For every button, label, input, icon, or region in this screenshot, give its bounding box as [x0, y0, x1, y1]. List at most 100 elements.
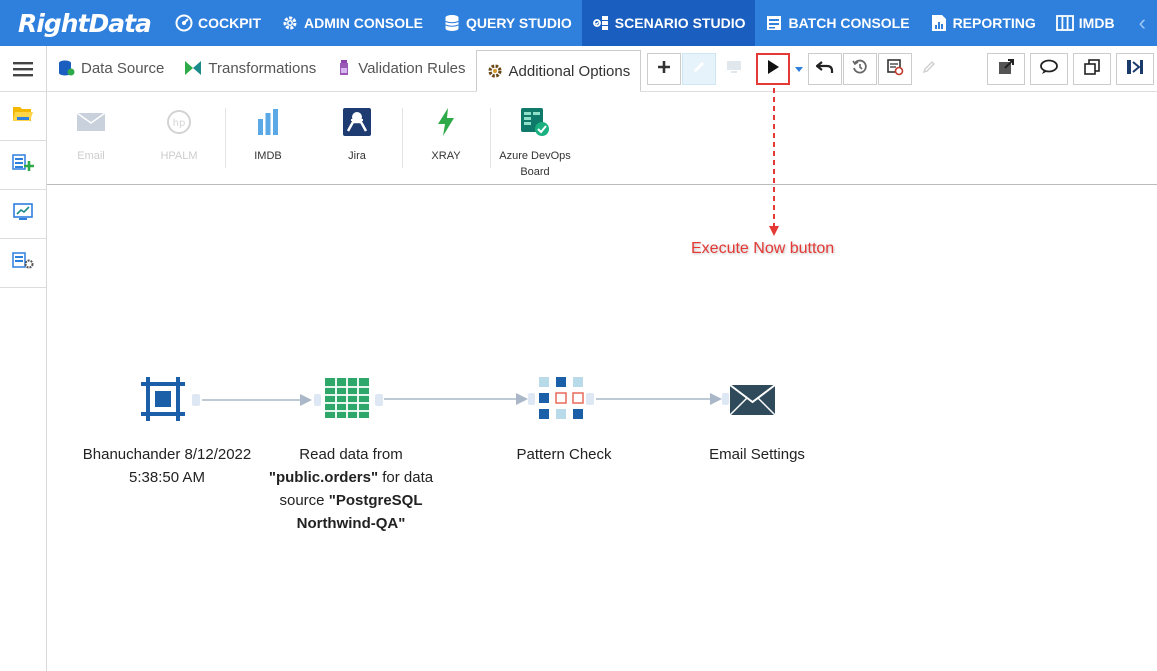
undo-button[interactable] [808, 53, 842, 85]
pencil-icon [691, 59, 707, 80]
add-button[interactable] [647, 53, 681, 85]
scenario-toolbar [647, 53, 947, 85]
integration-azure-devops-board[interactable]: Azure DevOps Board [491, 106, 579, 180]
gear-icon [281, 14, 299, 32]
flow-node-scenario[interactable] [140, 376, 186, 427]
panel-toggle-icon [1126, 58, 1144, 81]
integration-email[interactable]: Email [47, 106, 135, 164]
copy-icon [1083, 58, 1101, 81]
nav-cockpit[interactable]: COCKPIT [165, 0, 271, 46]
scenario-tab-bar: Data Source Transformations Validation R… [47, 46, 1157, 92]
email-icon [76, 111, 106, 136]
flask-icon [336, 59, 352, 77]
scenario-icon [592, 14, 610, 32]
nav-admin-console-label: ADMIN CONSOLE [304, 15, 423, 31]
xray-icon [435, 107, 457, 140]
cog-icon [487, 63, 503, 79]
export-icon [997, 58, 1015, 81]
nav-scenario-studio[interactable]: SCENARIO STUDIO [581, 0, 756, 46]
right-toolbar [987, 53, 1154, 85]
execute-now-annotation: Execute Now button [691, 240, 835, 257]
settings-grid-button[interactable] [0, 239, 46, 288]
flow-node-read-data[interactable] [324, 377, 370, 424]
open-folder-button[interactable] [0, 92, 46, 141]
execute-options-dropdown[interactable] [791, 53, 807, 85]
monitor-button[interactable] [717, 53, 751, 85]
integration-imdb[interactable]: IMDB [224, 106, 312, 164]
flow-node-pattern-check[interactable] [538, 376, 584, 425]
copy-button[interactable] [1073, 53, 1111, 85]
read-data-text1: Read data from [299, 446, 403, 463]
read-data-source-name2: Northwind-QA" [296, 515, 406, 532]
database-icon [443, 14, 461, 32]
edit-note-icon [921, 59, 939, 80]
flow-node-read-data-label: Read data from "public.orders" for data … [254, 443, 448, 535]
nav-batch-console[interactable]: BATCH CONSOLE [755, 0, 919, 46]
integration-azure-devops-board-label: Azure DevOps Board [491, 148, 579, 180]
nav-reporting[interactable]: REPORTING [920, 0, 1046, 46]
nav-query-studio[interactable]: QUERY STUDIO [433, 0, 582, 46]
hamburger-menu-icon[interactable] [0, 46, 46, 92]
database-icon [57, 59, 75, 77]
nav-collapse-chevron-icon[interactable]: ‹ [1138, 10, 1146, 35]
integration-xray[interactable]: XRAY [402, 106, 490, 164]
hp-icon: hp [166, 109, 192, 138]
caret-down-icon [794, 60, 804, 78]
integration-imdb-label: IMDB [254, 150, 282, 162]
scenario-label-line2: 5:38:50 AM [129, 469, 205, 486]
connector-arrowheads [300, 393, 722, 406]
nav-query-studio-label: QUERY STUDIO [466, 15, 572, 31]
annotation-arrow [769, 88, 779, 236]
dashboard-button[interactable] [0, 190, 46, 239]
left-sidebar [0, 46, 47, 671]
integrations-panel: Email hp HPALM IMDB Jira XRAY Azure DevO… [47, 92, 1157, 185]
flow-node-email-settings-label: Email Settings [709, 446, 805, 463]
export-button[interactable] [987, 53, 1025, 85]
edit-button[interactable] [682, 53, 716, 85]
nav-scenario-studio-label: SCENARIO STUDIO [614, 15, 746, 31]
history-button[interactable] [843, 53, 877, 85]
read-data-text2: for data [378, 469, 434, 486]
tab-data-source-label: Data Source [81, 59, 165, 77]
svg-text:hp: hp [173, 118, 186, 129]
nav-imdb-label: IMDB [1078, 15, 1115, 31]
connector-ports [192, 393, 729, 406]
tab-additional-options[interactable]: Additional Options [475, 50, 642, 92]
tab-transformations[interactable]: Transformations [174, 45, 326, 91]
scenario-label-line1: Bhanuchander 8/12/2022 [82, 446, 252, 463]
execute-now-button[interactable] [756, 53, 790, 85]
batch-icon [765, 14, 783, 32]
add-scenario-button[interactable] [0, 141, 46, 190]
azure-board-icon [519, 106, 551, 141]
flow-node-scenario-label: Bhanuchander 8/12/2022 5:38:50 AM [66, 443, 268, 489]
flow-node-email-settings[interactable] [729, 384, 776, 421]
plus-icon [656, 59, 672, 80]
folder-icon [12, 104, 34, 129]
tab-validation-rules[interactable]: Validation Rules [326, 45, 475, 91]
pattern-grid-icon [538, 377, 584, 424]
rightdata-logo[interactable]: RightData [18, 8, 152, 38]
nav-admin-console[interactable]: ADMIN CONSOLE [271, 0, 433, 46]
play-icon [766, 59, 780, 80]
integration-hpalm[interactable]: hp HPALM [135, 106, 223, 164]
monitor-chart-icon [12, 202, 34, 227]
read-data-text3: source [279, 492, 329, 509]
tab-additional-options-label: Additional Options [508, 62, 631, 80]
scenario-frame-icon [140, 377, 186, 426]
report-icon [930, 14, 948, 32]
nav-imdb[interactable]: IMDB [1046, 0, 1125, 46]
jira-icon [342, 107, 372, 140]
schedule-icon [886, 58, 904, 81]
undo-arrow-icon [815, 59, 834, 80]
integration-jira[interactable]: Jira [313, 106, 401, 164]
read-data-table-name: "public.orders" [268, 469, 379, 486]
cockpit-icon [175, 14, 193, 32]
monitor-icon [725, 59, 743, 80]
schedule-button[interactable] [878, 53, 912, 85]
side-panel-button[interactable] [1116, 53, 1154, 85]
tab-validation-rules-label: Validation Rules [358, 59, 466, 77]
edit-disabled-button[interactable] [913, 53, 947, 85]
imdb-bars-icon [255, 107, 281, 140]
comment-button[interactable] [1030, 53, 1068, 85]
tab-data-source[interactable]: Data Source [47, 45, 174, 91]
